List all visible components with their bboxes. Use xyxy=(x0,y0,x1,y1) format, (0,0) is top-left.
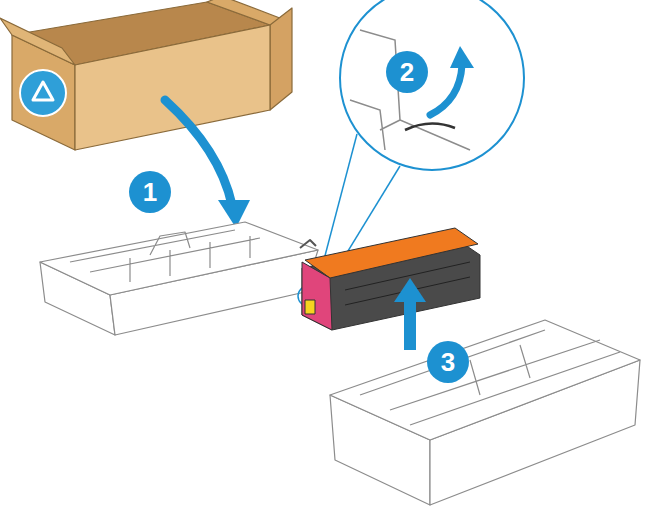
step-arrow xyxy=(404,298,416,350)
cardboard-box xyxy=(0,0,292,150)
plastic-tray xyxy=(40,222,318,335)
callout-number: 3 xyxy=(427,341,469,383)
callout-number: 1 xyxy=(129,171,171,213)
toner-cartridge xyxy=(302,228,480,330)
step-arrow xyxy=(165,100,232,205)
callout-number: 2 xyxy=(386,51,428,93)
open-tray xyxy=(330,320,640,505)
arrow-head xyxy=(394,278,426,302)
